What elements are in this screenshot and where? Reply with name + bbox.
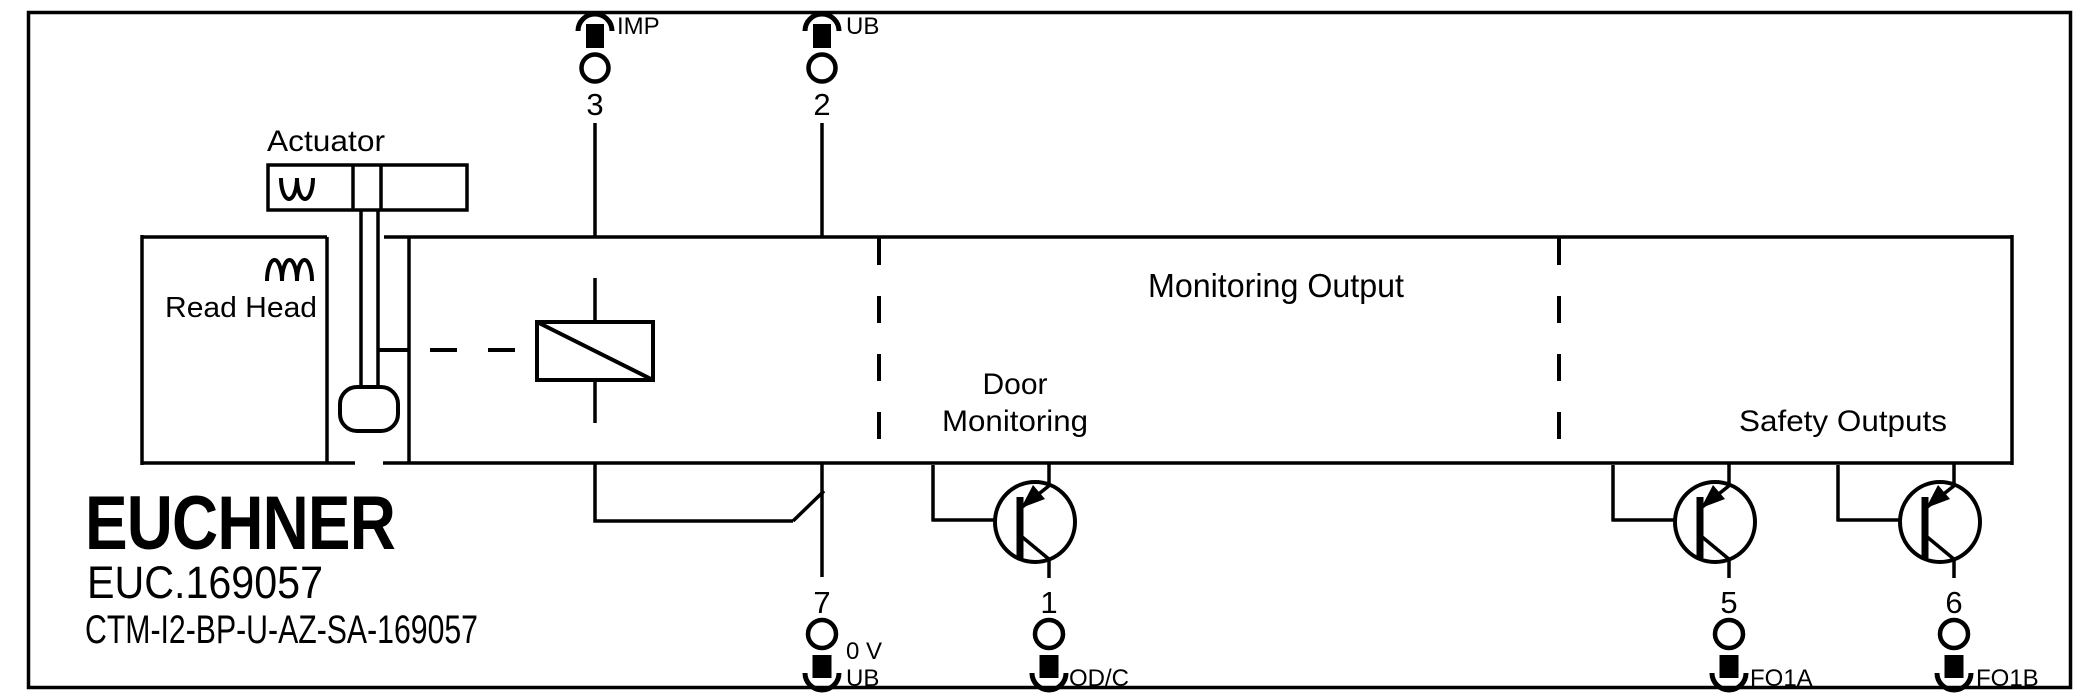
lock-contact-symbol xyxy=(593,463,826,577)
euchner-logo: EUCHNER xyxy=(85,481,395,566)
terminal-5-signal-label: FO1A xyxy=(1750,665,1813,692)
terminal-3-signal-label: IMP xyxy=(617,13,660,40)
terminal-6-number: 6 xyxy=(1945,585,1962,620)
actuator-coil-icon xyxy=(279,177,315,201)
terminal-6-signal-label: FO1B xyxy=(1976,665,2039,692)
relay-coil-symbol xyxy=(535,278,655,423)
terminal-3-number: 3 xyxy=(586,87,603,122)
read-head-coil-icon xyxy=(265,258,314,282)
branding-block: EUCHNER EUC.169057 CTM-I2-BP-U-AZ-SA-169… xyxy=(85,481,478,652)
read-head-title: Read Head xyxy=(165,292,317,324)
door-monitoring-title-line1: Door xyxy=(982,368,1047,401)
door-monitoring-title-line2: Monitoring xyxy=(942,405,1088,438)
part-number: CTM-I2-BP-U-AZ-SA-169057 xyxy=(85,608,478,652)
safety-outputs-title: Safety Outputs xyxy=(1739,405,1947,438)
actuator-title: Actuator xyxy=(267,125,385,158)
terminal-1-number: 1 xyxy=(1040,585,1057,620)
terminal-7-signal-label-ub: UB xyxy=(846,665,879,692)
top-wires xyxy=(593,123,824,237)
device-housing-outline xyxy=(140,235,2014,465)
terminal-5-number: 5 xyxy=(1720,585,1737,620)
monitoring-output-title: Monitoring Output xyxy=(1148,267,1404,304)
actuator-assembly xyxy=(266,163,469,433)
terminal-7-number: 7 xyxy=(813,585,830,620)
document-code: EUC.169057 xyxy=(87,557,323,608)
terminal-2-number: 2 xyxy=(813,87,830,122)
terminal-7-signal-label-0v: 0 V xyxy=(846,638,882,665)
terminal-1-signal-label: OD/C xyxy=(1069,665,1129,692)
terminal-2-signal-label: UB xyxy=(846,13,879,40)
plunger-tip xyxy=(338,385,400,433)
